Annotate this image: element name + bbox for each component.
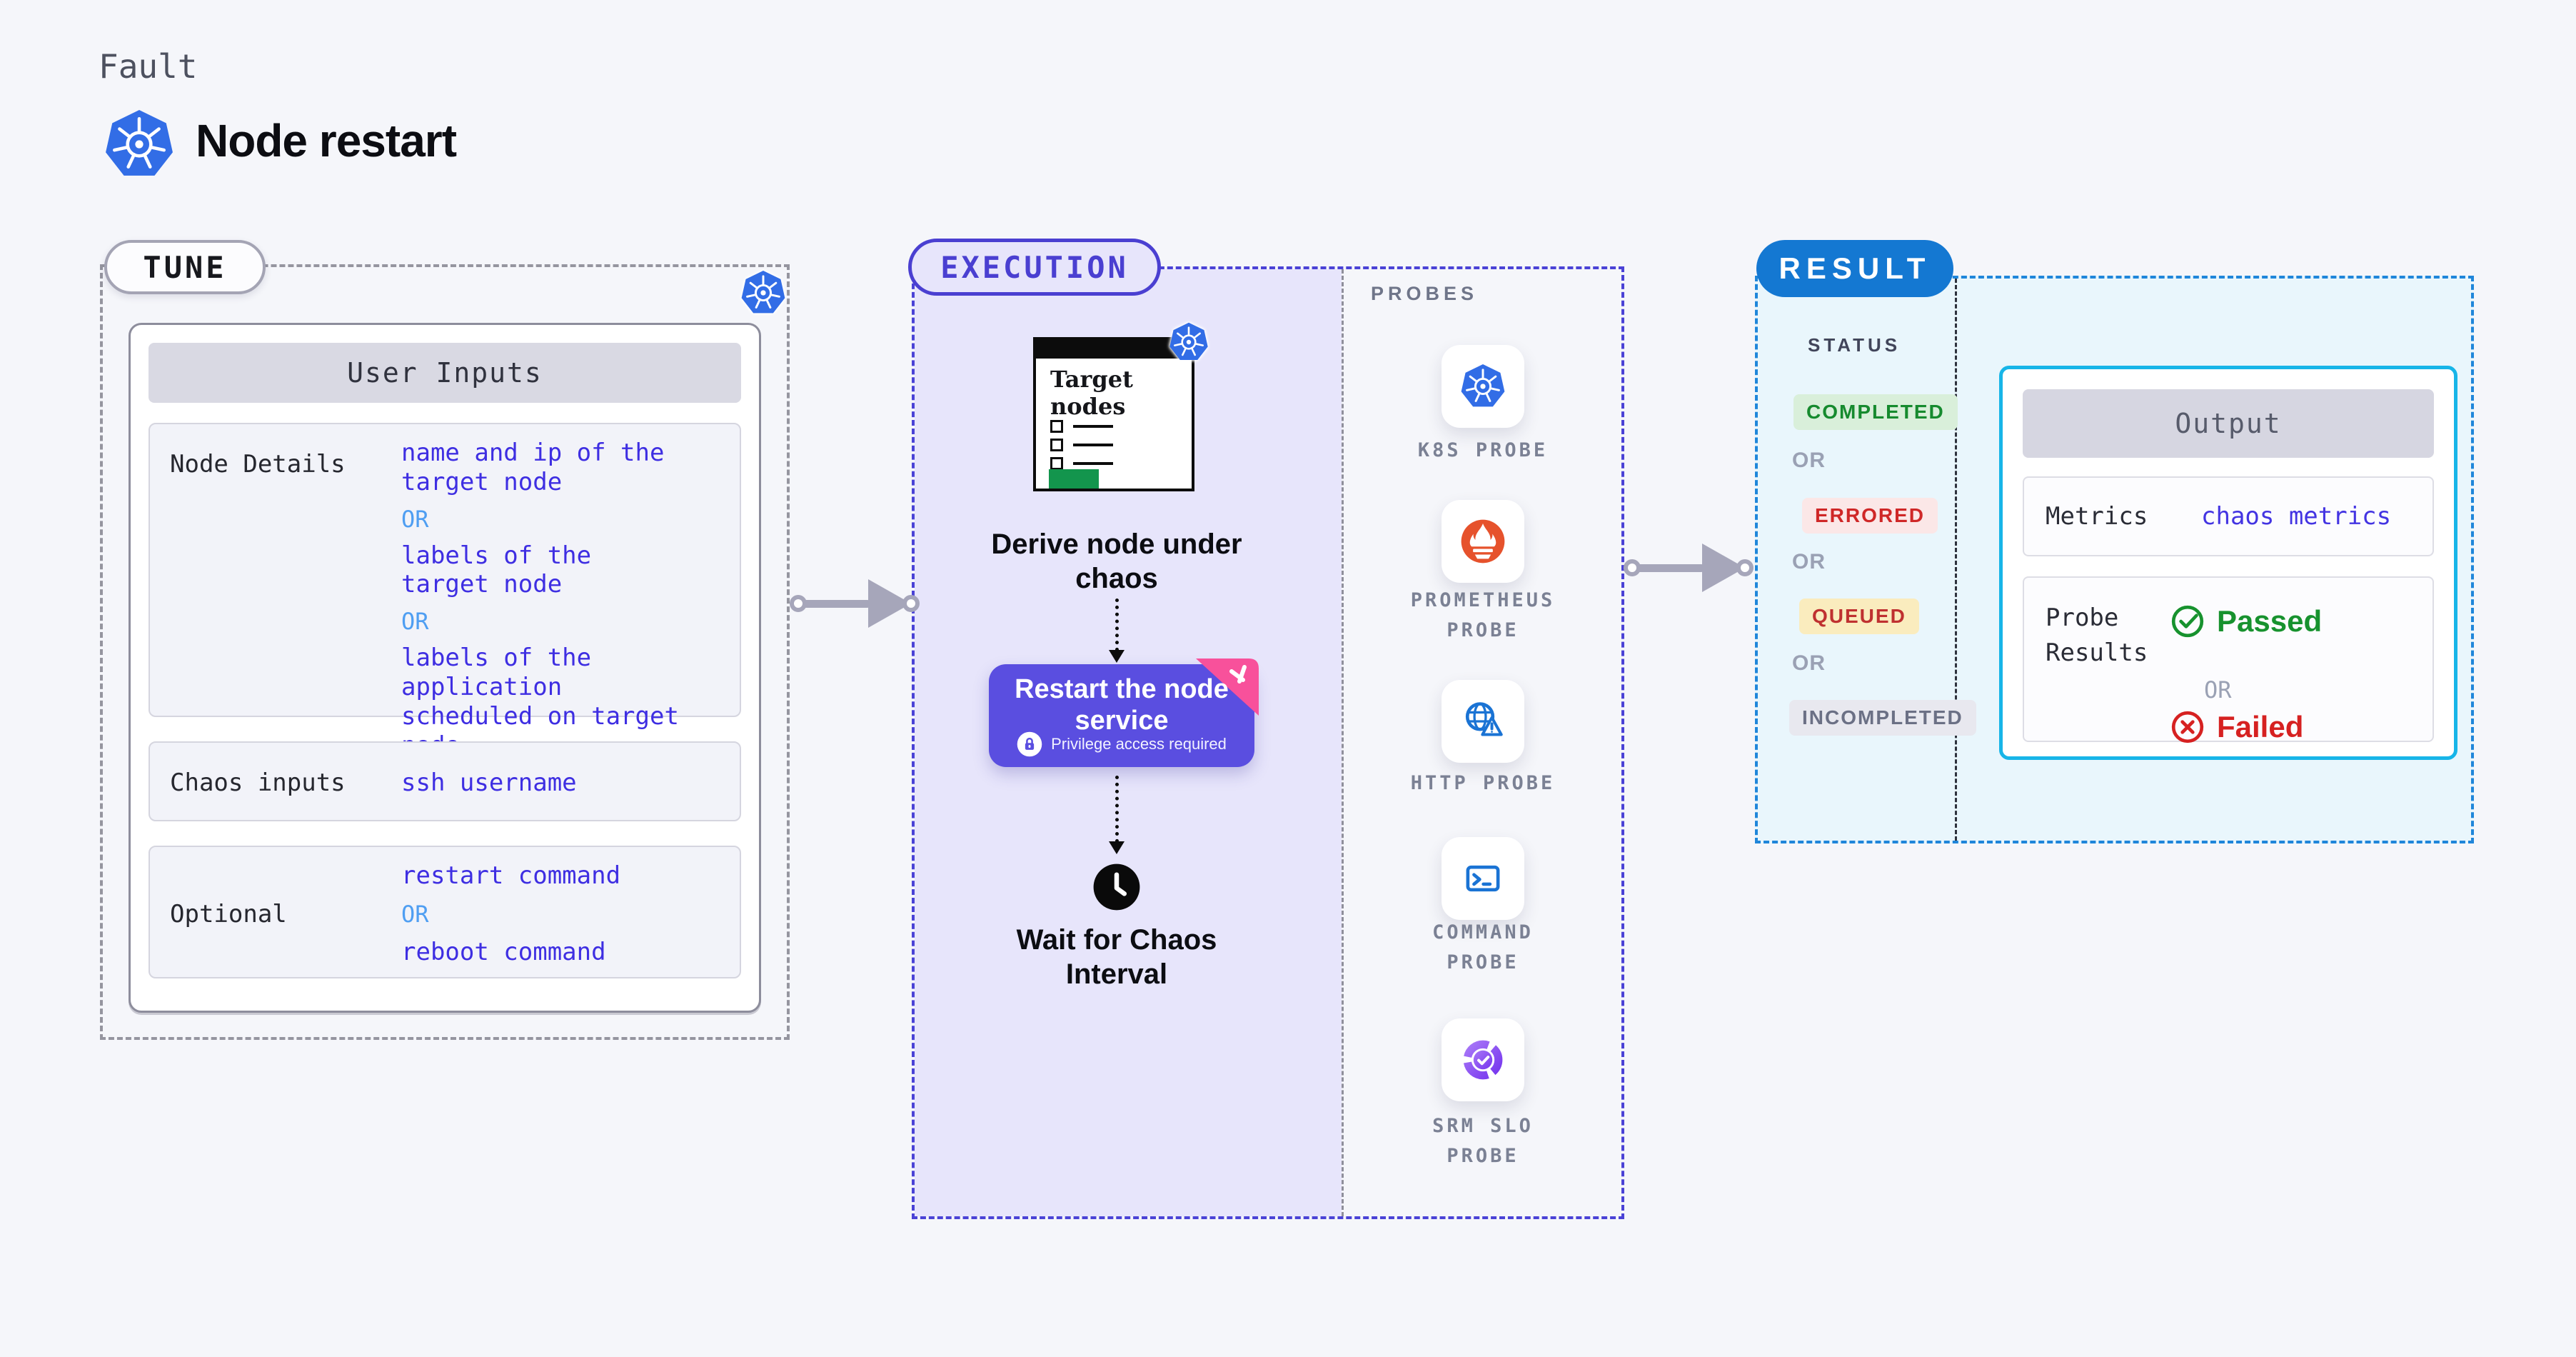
row-values: restart command OR reboot command bbox=[401, 861, 620, 967]
or-separator: OR bbox=[401, 505, 429, 533]
fault-kicker: Fault bbox=[99, 47, 198, 86]
kubernetes-icon bbox=[740, 269, 787, 317]
output-metrics-row: Metrics chaos metrics bbox=[2023, 476, 2434, 556]
failed-label: Failed bbox=[2217, 710, 2304, 743]
probe-result-failed: Failed bbox=[2170, 709, 2303, 745]
arrow-down-icon bbox=[1109, 776, 1125, 854]
probe-card-srm-slo bbox=[1442, 1018, 1524, 1101]
status-badge-completed: COMPLETED bbox=[1793, 394, 1958, 430]
probe-label: COMMAND PROBE bbox=[1432, 921, 1534, 973]
row-value: restart command bbox=[401, 861, 621, 890]
output-card: Output Metrics chaos metrics Probe Resul… bbox=[1999, 366, 2457, 760]
arrow-down-icon bbox=[1109, 599, 1125, 663]
derive-node-caption: Derive node under chaos bbox=[991, 529, 1242, 594]
arrow-right-icon bbox=[790, 578, 920, 629]
probe-card-k8s bbox=[1442, 345, 1524, 428]
probe-results-label: Probe Results bbox=[2046, 604, 2148, 668]
table-row-optional: Optional restart command OR reboot comma… bbox=[149, 846, 741, 978]
output-header: Output bbox=[2023, 389, 2434, 458]
probe-card-prometheus bbox=[1442, 500, 1524, 583]
metrics-label: Metrics bbox=[2046, 502, 2148, 531]
execution-pill: EXECUTION bbox=[908, 239, 1161, 296]
table-row-node-details: Node Details name and ip of the target n… bbox=[149, 423, 741, 760]
status-badge-incompleted: INCOMPLETED bbox=[1789, 700, 1976, 736]
page-title: Node restart bbox=[196, 115, 457, 166]
progress-bar bbox=[1049, 469, 1099, 489]
checklist-item bbox=[1050, 457, 1113, 470]
status-badge-queued: QUEUED bbox=[1799, 599, 1919, 634]
globe-warning-icon bbox=[1465, 702, 1503, 736]
kubernetes-icon bbox=[103, 107, 176, 181]
passed-label: Passed bbox=[2217, 604, 2323, 638]
probe-result-passed: Passed bbox=[2170, 604, 2322, 639]
probe-label: K8S PROBE bbox=[1417, 439, 1549, 461]
target-nodes-checklist: Target nodes bbox=[1033, 337, 1194, 491]
slo-donut-check-icon bbox=[1463, 1040, 1503, 1080]
status-badge-errored: ERRORED bbox=[1802, 498, 1938, 534]
probe-card-command bbox=[1442, 837, 1524, 920]
arrow-right-icon bbox=[1624, 542, 1754, 594]
result-pill: RESULT bbox=[1756, 240, 1953, 297]
kubernetes-icon bbox=[1459, 363, 1506, 410]
row-label: Chaos inputs bbox=[170, 768, 346, 797]
target-card-title: Target nodes bbox=[1050, 366, 1133, 420]
action-title: Restart the node service bbox=[1015, 674, 1229, 736]
or-separator: OR bbox=[1792, 449, 1826, 472]
prometheus-icon bbox=[1461, 519, 1505, 564]
row-label: Node Details bbox=[170, 450, 346, 479]
or-separator: OR bbox=[401, 900, 429, 928]
row-value: labels of the application scheduled on t… bbox=[401, 644, 679, 759]
privilege-note: Privilege access required bbox=[989, 731, 1254, 757]
table-row-chaos-inputs: Chaos inputs ssh username bbox=[149, 741, 741, 821]
user-inputs-header: User Inputs bbox=[149, 343, 741, 403]
row-label: Optional bbox=[170, 900, 287, 928]
or-separator: OR bbox=[2204, 676, 2232, 703]
row-value: reboot command bbox=[401, 937, 606, 966]
row-values: ssh username bbox=[401, 768, 577, 798]
lock-icon bbox=[1017, 731, 1042, 757]
restart-node-service-step: Restart the node service Privilege acces… bbox=[989, 659, 1259, 767]
result-divider bbox=[1955, 279, 1957, 841]
probes-heading: PROBES bbox=[1371, 283, 1479, 304]
execution-section bbox=[912, 266, 1624, 1219]
wait-for-chaos-caption: Wait for Chaos Interval bbox=[1016, 924, 1217, 990]
terminal-icon bbox=[1466, 865, 1500, 892]
or-separator: OR bbox=[401, 608, 429, 636]
probe-card-http bbox=[1442, 680, 1524, 763]
probe-label: PROMETHEUS PROBE bbox=[1410, 589, 1556, 641]
probe-label: SRM SLO PROBE bbox=[1432, 1115, 1534, 1167]
x-circle-icon bbox=[2171, 711, 2204, 743]
probes-divider bbox=[1342, 269, 1344, 1216]
metrics-value: chaos metrics bbox=[2201, 502, 2392, 531]
probe-label: HTTP PROBE bbox=[1410, 772, 1556, 794]
row-value: labels of the target node bbox=[401, 541, 592, 599]
row-value: ssh username bbox=[401, 768, 577, 797]
tune-pill: TUNE bbox=[104, 240, 266, 294]
checklist-topbar bbox=[1036, 340, 1192, 359]
or-separator: OR bbox=[1792, 651, 1826, 675]
clock-icon bbox=[1093, 863, 1140, 911]
status-heading: STATUS bbox=[1808, 334, 1901, 356]
output-probe-results-row: Probe Results Passed OR Failed bbox=[2023, 576, 2434, 745]
litmus-chaos-icon bbox=[1196, 659, 1259, 716]
checklist-item bbox=[1050, 420, 1113, 433]
privilege-note-text: Privilege access required bbox=[1051, 735, 1227, 753]
checklist-item bbox=[1050, 439, 1113, 451]
or-separator: OR bbox=[1792, 550, 1826, 574]
tune-section bbox=[100, 264, 790, 1040]
row-value: name and ip of the target node bbox=[401, 439, 665, 496]
kubernetes-icon bbox=[1168, 321, 1209, 363]
check-circle-icon bbox=[2171, 605, 2204, 638]
row-values: name and ip of the target node OR labels… bbox=[401, 439, 740, 760]
